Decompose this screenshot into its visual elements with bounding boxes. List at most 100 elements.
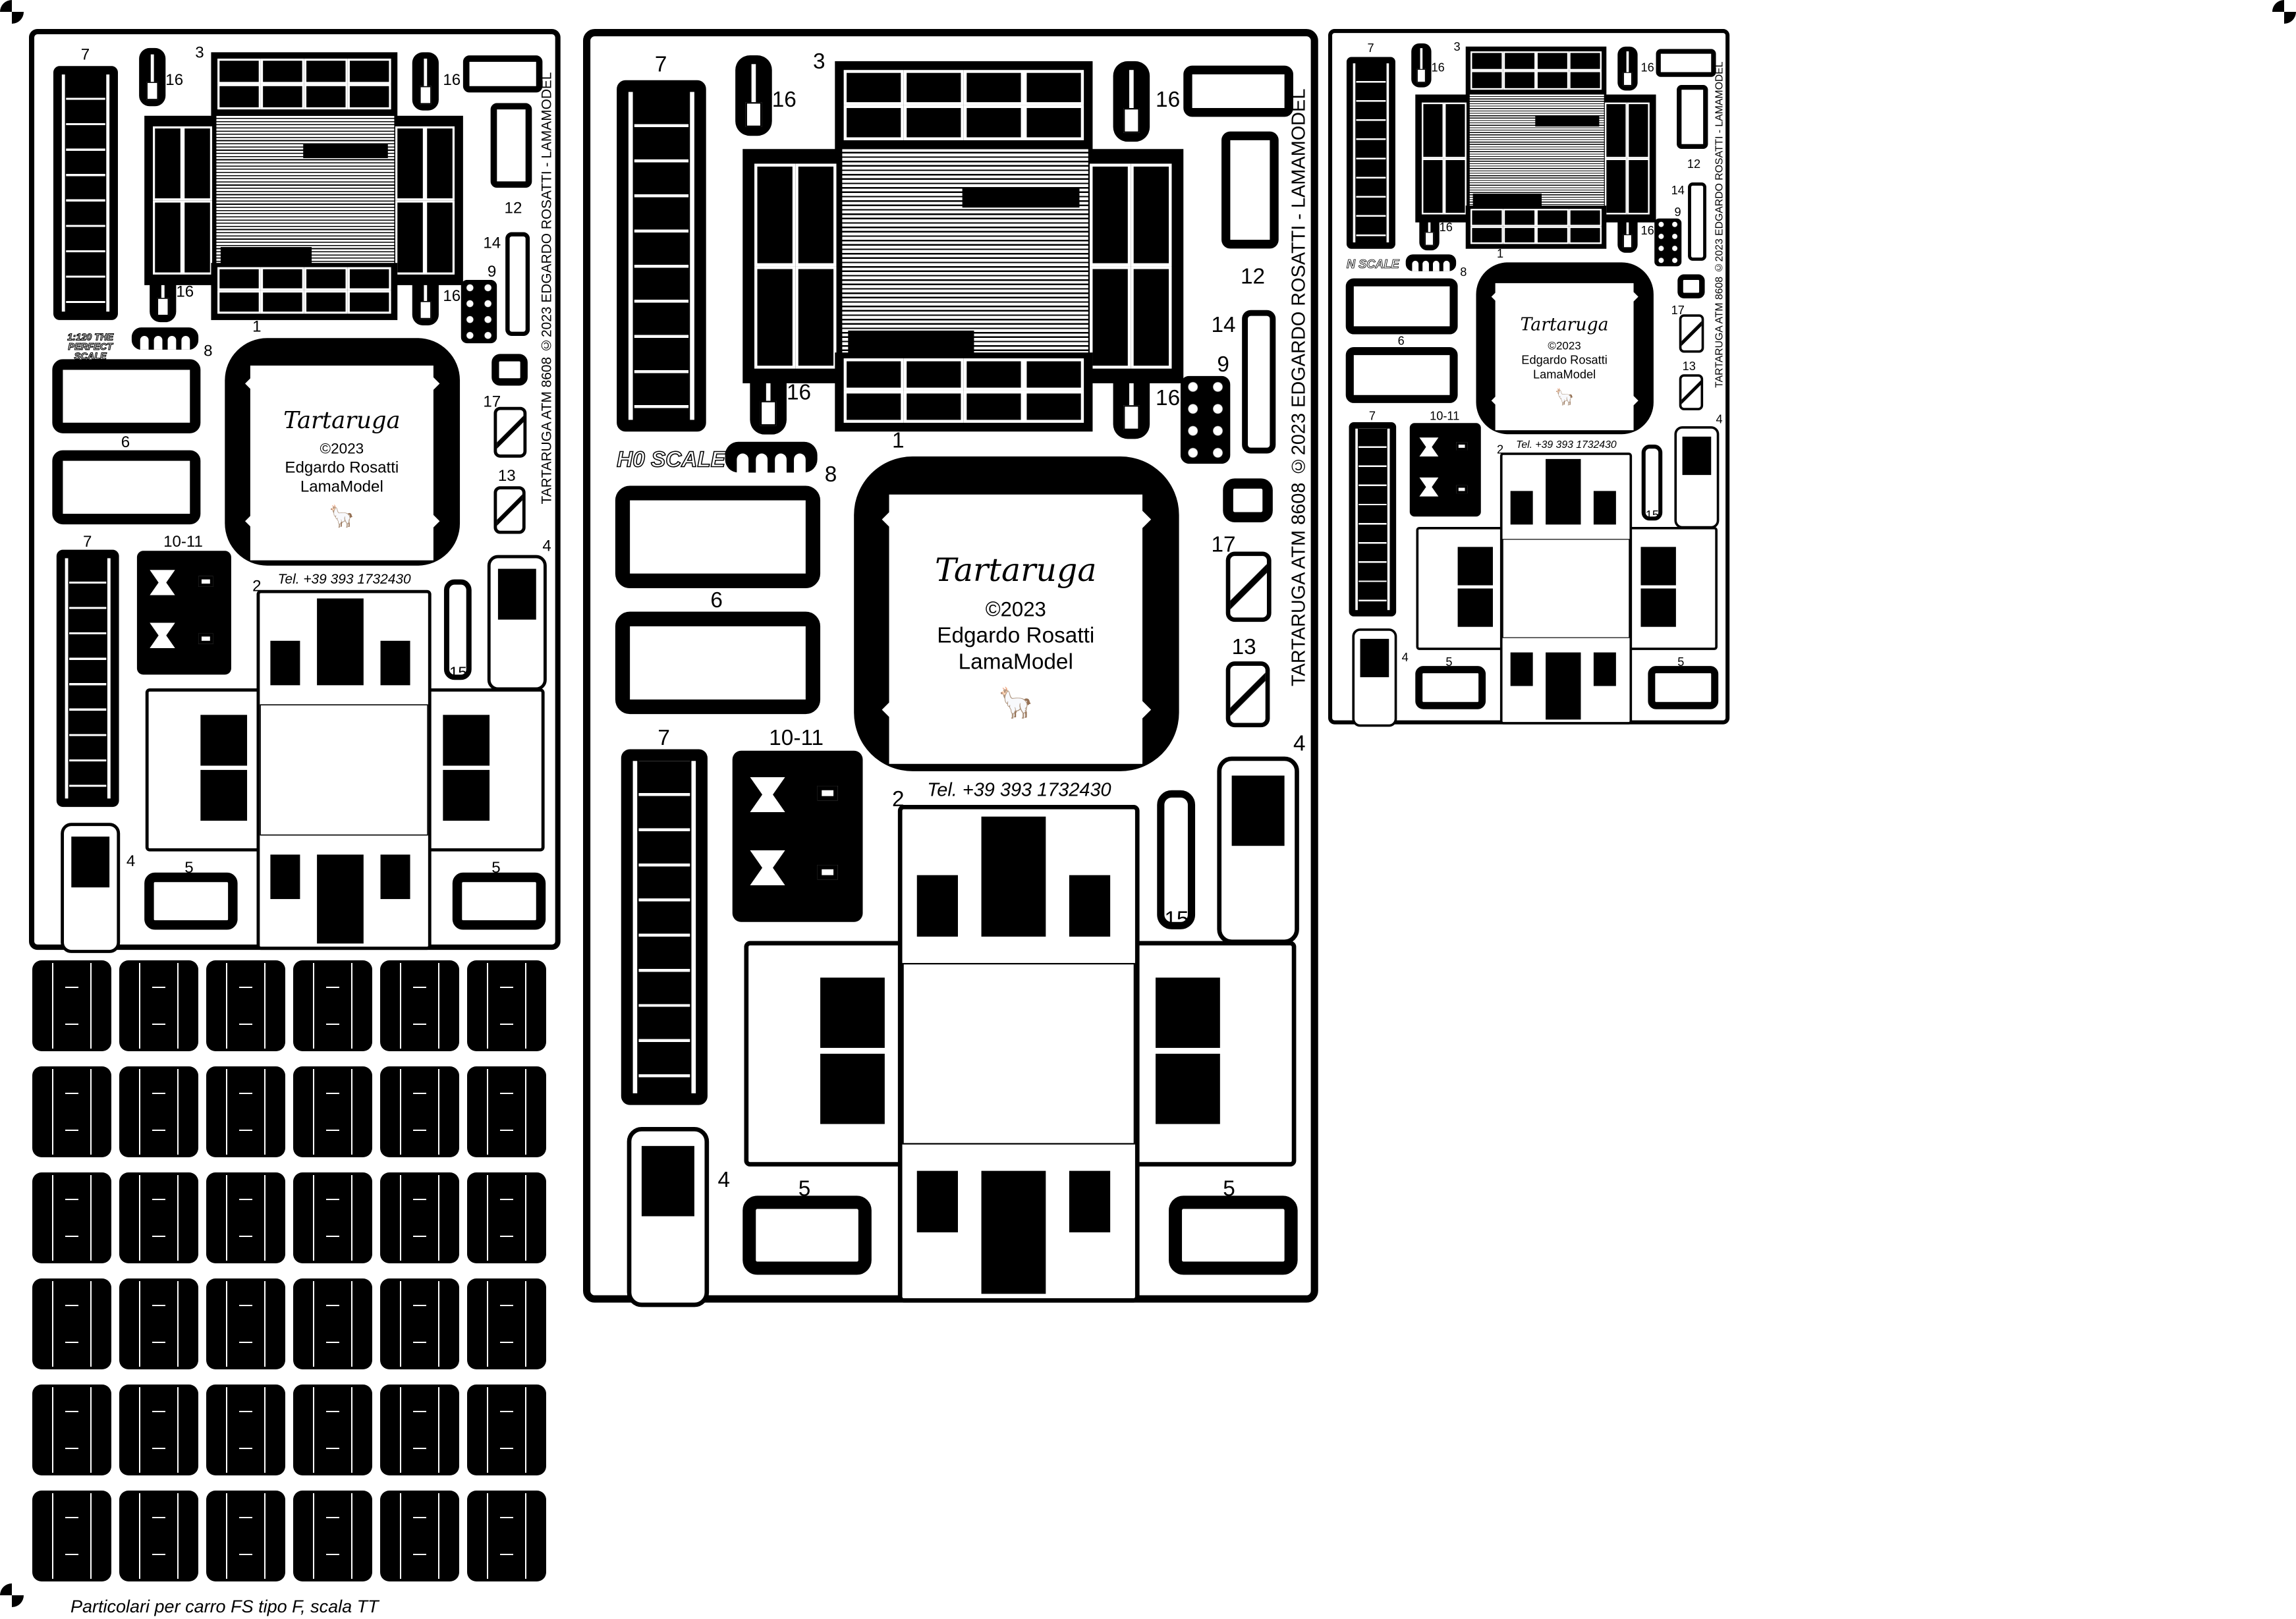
part-1-nameplate: Tartaruga ©2023 Edgardo Rosatti LamaMode… — [854, 456, 1179, 771]
label-13: 13 — [497, 467, 516, 485]
sheet-side-text: TARTARUGA ATM 8608 ©2023 EDGARDO ROSATTI… — [538, 72, 555, 505]
label-5: 5 — [1223, 1176, 1235, 1202]
label-16: 16 — [786, 380, 812, 406]
part-16 — [1617, 46, 1638, 91]
part-10-11 — [1409, 423, 1481, 517]
label-17: 17 — [483, 393, 501, 412]
part-17 — [1225, 551, 1272, 622]
part-4 — [1217, 756, 1299, 945]
label-13: 13 — [1682, 360, 1696, 374]
nameplate-copyright: ©2023 — [1548, 339, 1581, 352]
sheet-side-text: TARTARUGA ATM 8608 ©2023 EDGARDO ROSATTI… — [1287, 88, 1310, 687]
part-3-bottom — [1465, 206, 1607, 249]
etched-tile — [467, 1385, 546, 1475]
label-2: 2 — [891, 787, 905, 813]
part-8-comb — [131, 327, 199, 350]
label-7: 7 — [1367, 41, 1374, 56]
label-10-11: 10-11 — [769, 725, 824, 751]
label-3: 3 — [1453, 40, 1461, 54]
label-16: 16 — [771, 87, 797, 113]
etched-tile — [206, 1278, 285, 1369]
label-6: 6 — [710, 588, 723, 613]
nameplate-copyright: ©2023 — [320, 439, 364, 457]
part-12-bar — [462, 55, 543, 93]
label-2: 2 — [1497, 443, 1504, 457]
etched-tile — [32, 1491, 111, 1581]
etched-tile — [293, 1491, 372, 1581]
label-14: 14 — [483, 234, 501, 253]
etch-plate-frame: 7 16 16 16 16 3 — [583, 29, 1318, 1307]
etched-tile — [380, 1491, 459, 1581]
label-7: 7 — [654, 52, 667, 78]
registration-mark-icon — [0, 0, 24, 24]
nameplate-title: Tartaruga — [935, 553, 1097, 590]
label-2: 2 — [252, 577, 262, 595]
part-3-top — [1465, 46, 1607, 96]
label-16: 16 — [165, 71, 184, 90]
etched-tile — [467, 960, 546, 1051]
part-3-body — [742, 149, 1184, 383]
part-3-body — [144, 115, 463, 285]
label-9: 9 — [1217, 352, 1229, 377]
label-5: 5 — [491, 858, 501, 877]
part-1-nameplate: Tartaruga ©2023 Edgardo Rosatti LamaMode… — [225, 338, 461, 566]
part-6 — [52, 450, 201, 525]
phone-number: Tel. +39 393 1732430 — [927, 778, 1111, 801]
label-15: 15 — [449, 664, 467, 682]
part-5 — [1169, 1195, 1298, 1275]
etched-tile — [206, 1385, 285, 1475]
label-14: 14 — [1211, 313, 1236, 338]
part-7-ladder — [53, 66, 118, 320]
label-3: 3 — [195, 43, 204, 62]
label-17: 17 — [1671, 304, 1685, 318]
nameplate-author: Edgardo Rosatti — [937, 623, 1095, 649]
label-5: 5 — [1677, 655, 1685, 670]
nameplate-author: Edgardo Rosatti — [1521, 353, 1608, 368]
etched-tile — [293, 1278, 372, 1369]
label-12: 12 — [1687, 157, 1701, 172]
nameplate-title: Tartaruga — [1520, 315, 1609, 335]
part-4 — [627, 1126, 710, 1307]
part-7-ladder — [56, 549, 119, 808]
label-8: 8 — [824, 462, 837, 487]
part-17-bracket — [1677, 274, 1705, 298]
nameplate-brand: LamaModel — [958, 649, 1073, 675]
etched-tile — [206, 1491, 285, 1581]
etched-tile — [119, 1172, 198, 1263]
part-13 — [1679, 374, 1704, 410]
label-10-11: 10-11 — [163, 532, 203, 551]
etched-tile — [119, 1385, 198, 1475]
part-14 — [505, 232, 530, 337]
part-16 — [139, 47, 166, 107]
label-5: 5 — [184, 858, 194, 877]
etched-tile — [467, 1066, 546, 1157]
label-8: 8 — [1460, 265, 1467, 279]
part-7-ladder — [1349, 422, 1397, 617]
etched-tile — [293, 960, 372, 1051]
part-3-bottom — [835, 352, 1093, 432]
part-15 — [1641, 445, 1663, 521]
part-9 — [461, 279, 497, 344]
phone-number: Tel. +39 393 1732430 — [277, 570, 411, 587]
registration-mark-icon — [2272, 0, 2296, 24]
part-12-frame — [1221, 131, 1279, 249]
etched-tile — [293, 1385, 372, 1475]
label-16: 16 — [1156, 87, 1181, 113]
scale-label: N SCALE — [1346, 258, 1399, 271]
part-2-floor — [1416, 453, 1718, 725]
label-8: 8 — [204, 342, 213, 360]
part-8-comb — [1405, 254, 1457, 271]
llama-icon: 🦙 — [328, 505, 355, 529]
label-4: 4 — [542, 537, 551, 555]
part-5 — [452, 872, 546, 930]
etched-tile — [119, 1066, 198, 1157]
label-16: 16 — [1640, 61, 1654, 75]
sheet-caption: Particolari per carro FS tipo F, scala T… — [70, 1597, 379, 1616]
part-7-ladder — [1346, 57, 1395, 249]
label-1: 1 — [252, 317, 262, 337]
sheet-side-text: TARTARUGA ATM 8608 ©2023 EDGARDO ROSATTI… — [1712, 61, 1725, 389]
etched-tile — [119, 1278, 198, 1369]
label-16: 16 — [1431, 61, 1445, 75]
etch-sheet-h0: 7 16 16 16 16 3 — [583, 29, 1318, 1307]
part-6 — [615, 485, 821, 589]
